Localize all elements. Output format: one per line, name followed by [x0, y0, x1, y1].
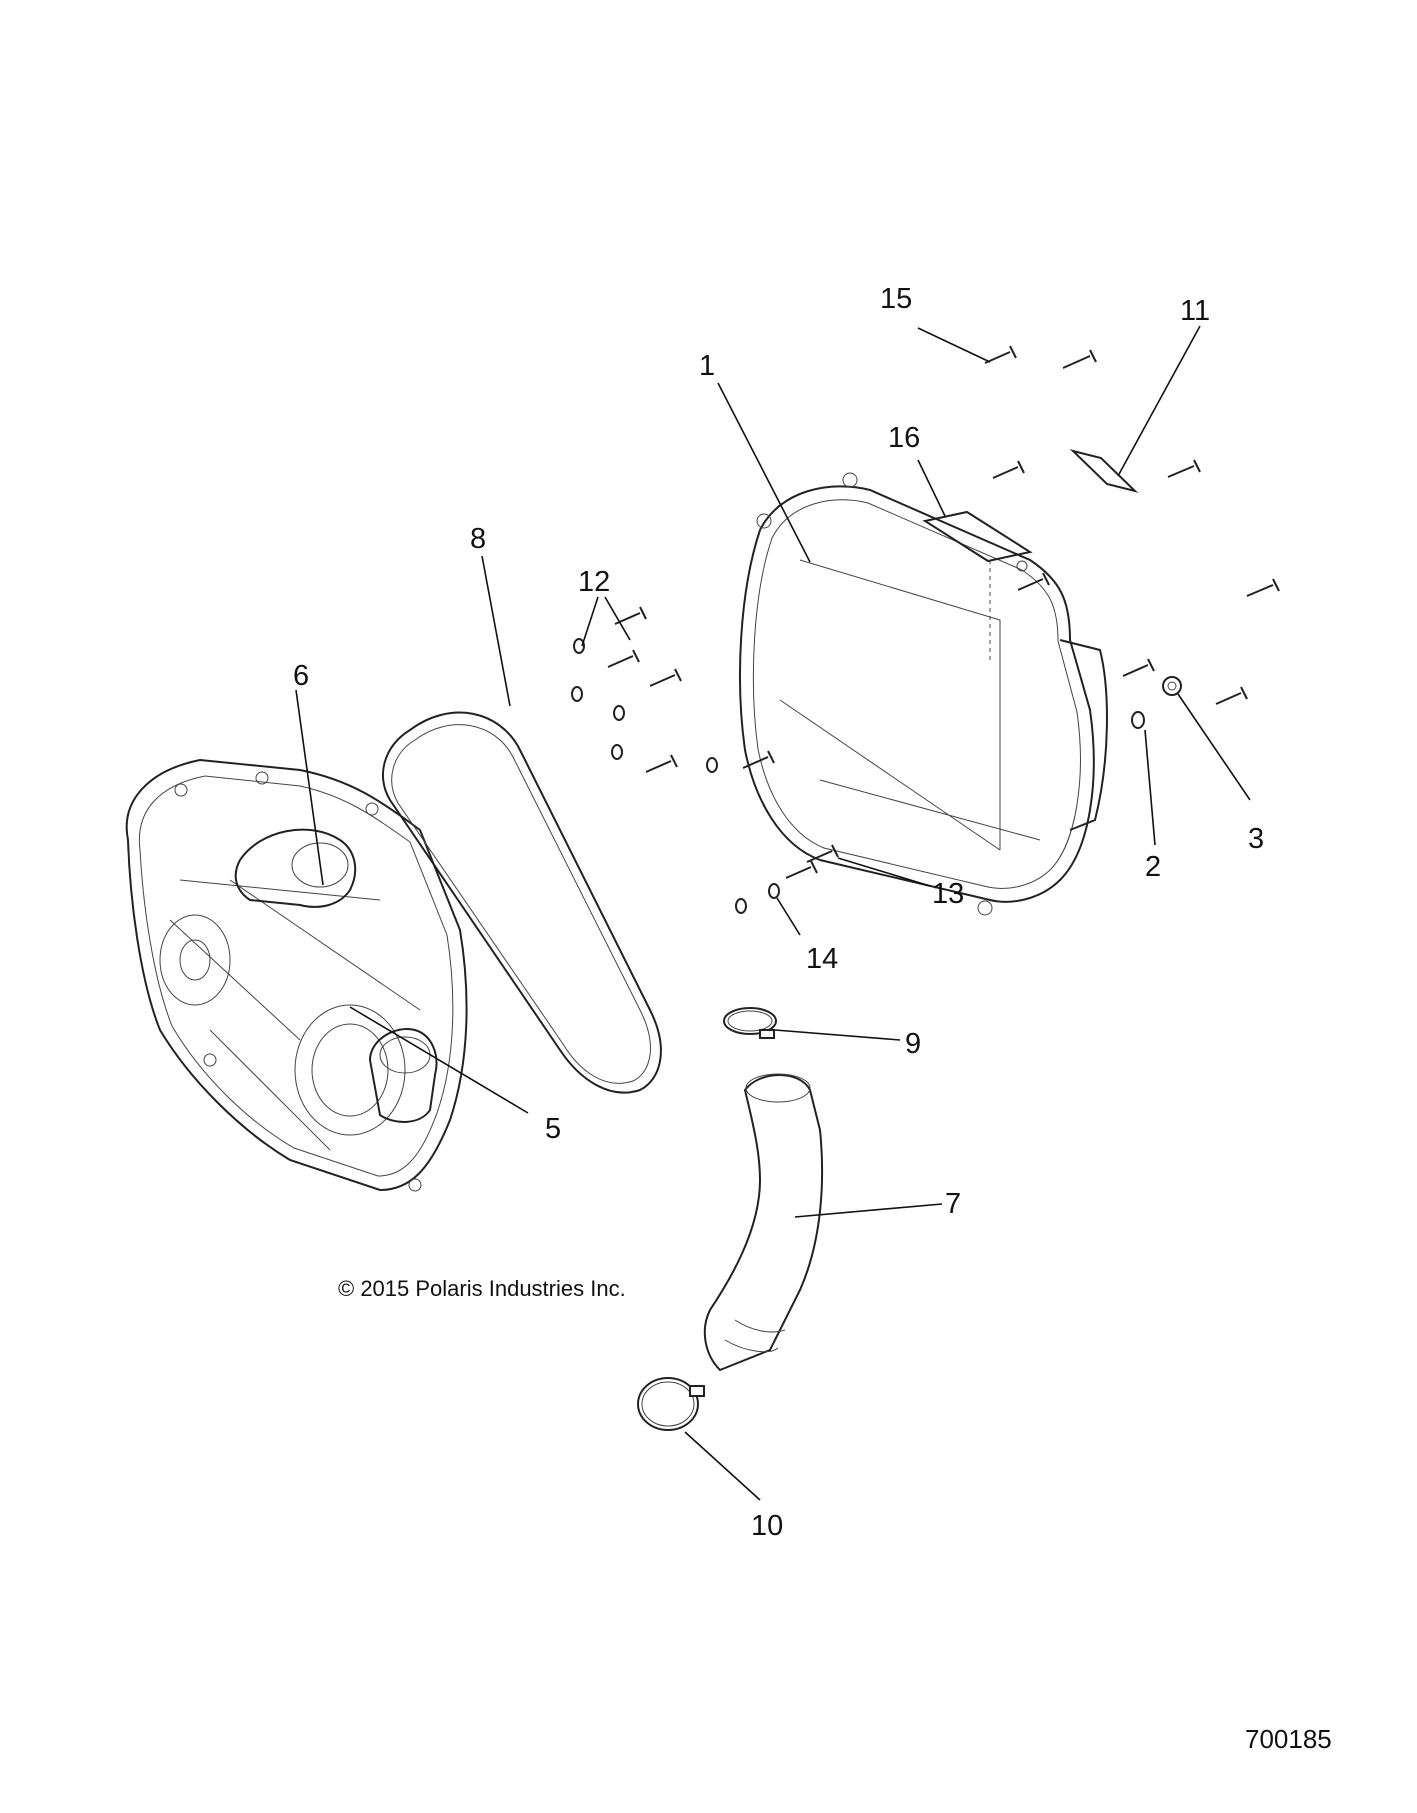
- callout-9: 9: [905, 1028, 921, 1060]
- label-decal-16: [922, 510, 1033, 563]
- callout-8: 8: [470, 523, 486, 555]
- copyright-notice: © 2015 Polaris Industries Inc.: [338, 1276, 626, 1301]
- outer-clutch-cover: [739, 472, 1108, 916]
- label-decal-11: [1069, 449, 1139, 493]
- callout-13: 13: [932, 878, 964, 910]
- small-fittings: [1131, 676, 1182, 729]
- hose-clamp-upper: [723, 1007, 777, 1039]
- callout-5: 5: [545, 1113, 561, 1145]
- callout-6: 6: [293, 660, 309, 692]
- hose-clamp-lower: [637, 1377, 705, 1431]
- callout-1: 1: [699, 350, 715, 382]
- callout-labels: 1 2 3 5 6 7 8 9 10 11 12 13 14 15 16: [293, 283, 1264, 1542]
- callout-16: 16: [888, 422, 920, 454]
- figure-number: 700185: [1245, 1724, 1332, 1754]
- drive-belt: [381, 711, 662, 1094]
- callout-2: 2: [1145, 851, 1161, 883]
- leader-lines: [295, 325, 1251, 1501]
- callout-3: 3: [1248, 823, 1264, 855]
- callout-11: 11: [1180, 295, 1210, 327]
- inner-cover-duct: [234, 828, 438, 1123]
- inner-clutch-cover: [125, 758, 468, 1192]
- callout-10: 10: [751, 1510, 783, 1542]
- fastener-set: [571, 606, 839, 914]
- callout-12: 12: [578, 566, 610, 598]
- cover-screws: [984, 345, 1280, 705]
- callout-7: 7: [945, 1188, 961, 1220]
- callout-14: 14: [806, 943, 838, 975]
- callout-15: 15: [880, 283, 912, 315]
- intake-duct-hose: [703, 1073, 824, 1372]
